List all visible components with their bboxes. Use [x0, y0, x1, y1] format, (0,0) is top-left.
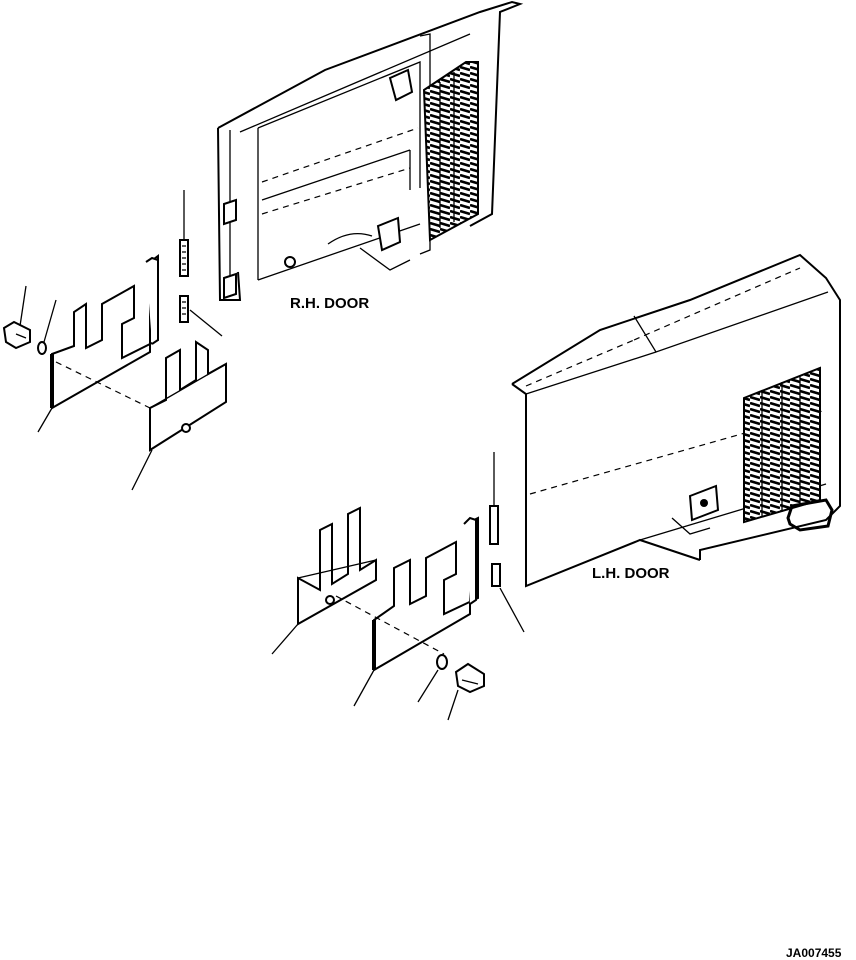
lh-door-label: L.H. DOOR: [592, 565, 670, 582]
lh-pin-upper: [489, 505, 499, 545]
rh-washer: [37, 341, 47, 355]
lh-shim-plate: [297, 506, 377, 626]
lh-washer: [436, 654, 448, 670]
lh-door-assembly: [511, 253, 841, 588]
rh-door-label: R.H. DOOR: [290, 295, 369, 312]
rh-shim-bracket: [50, 254, 159, 410]
rh-pin-lower: [179, 295, 189, 323]
rh-shim-plate: [149, 340, 227, 452]
lh-pin-lower: [491, 563, 501, 587]
lh-bolt: [454, 662, 485, 694]
rh-door-assembly: [217, 0, 524, 301]
rh-bolt: [2, 320, 31, 350]
drawing-code: JA007455: [786, 946, 842, 960]
lh-shim-bracket: [372, 516, 479, 672]
